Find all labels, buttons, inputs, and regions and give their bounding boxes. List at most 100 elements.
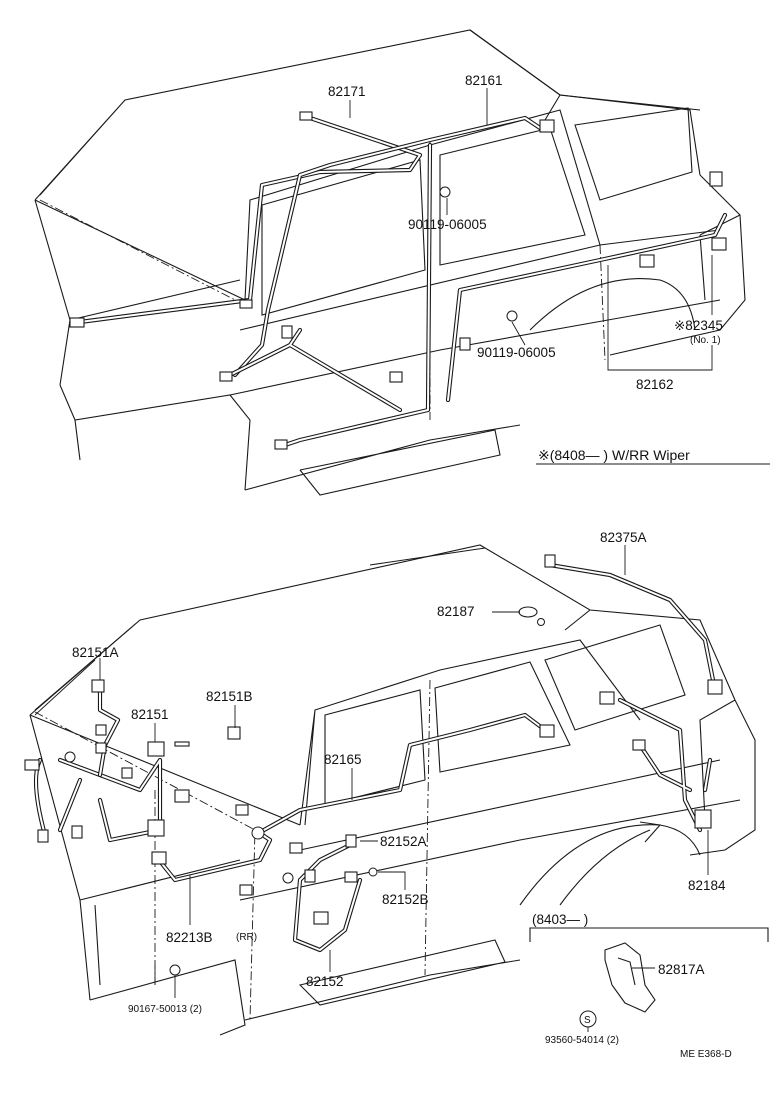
clip-icon: [537, 618, 545, 626]
bottom-rear-wheel-arch: [519, 824, 701, 906]
top-rear-quarter-window: [574, 107, 693, 201]
top-side-window-1: [261, 159, 426, 316]
bolt-icon: [439, 186, 451, 198]
connector: [69, 317, 85, 328]
top-side-window-2: [439, 127, 586, 266]
label-82171: 82171: [328, 84, 366, 99]
harness-82161: [232, 115, 543, 378]
label-82817A: 82817A: [658, 962, 705, 977]
bolt-icon: [506, 310, 518, 322]
connector: [274, 439, 288, 450]
bottom-arrow: [559, 821, 662, 906]
bolt-icon: [64, 751, 76, 763]
connector: [239, 884, 253, 896]
connector: [313, 911, 329, 925]
grommet-icon: [518, 606, 538, 618]
connector: [389, 371, 403, 383]
bottom-windshield: [299, 639, 641, 826]
connector: [281, 325, 293, 339]
label-82165: 82165: [324, 752, 362, 767]
bottom-hood: [29, 714, 301, 1001]
bottom-roof-outline: [29, 544, 736, 716]
connector: [37, 829, 49, 843]
label-82152B: 82152B: [382, 892, 429, 907]
top-hood: [34, 199, 246, 386]
connector: [304, 869, 316, 883]
top-centerline: [39, 140, 606, 420]
bottom-side-window-2: [434, 661, 571, 773]
clip-symbol: S: [584, 1015, 591, 1026]
bottom-lower-body: [244, 939, 521, 1021]
connector: [151, 851, 167, 865]
bracket-82817A-icon: [604, 942, 656, 1013]
label-inset-range: (8403— ): [532, 912, 588, 927]
connector: [299, 111, 313, 121]
connector: [345, 834, 357, 848]
connector: [95, 724, 107, 736]
bolt-icon: [368, 867, 378, 877]
label-82375A: 82375A: [600, 530, 647, 545]
leader-82152B: [378, 871, 406, 890]
connector: [459, 337, 471, 351]
label-82345: ※82345: [674, 318, 723, 333]
label-82151B: 82151B: [206, 689, 253, 704]
label-rr-note: (RR): [236, 932, 257, 943]
label-82187: 82187: [437, 604, 475, 619]
harness-82213B: [152, 827, 273, 883]
connector: [95, 742, 107, 754]
connector: [289, 842, 303, 854]
top-vehicle-diagram: 82171 82161 90119-06005 90119-06005 ※823…: [34, 29, 770, 496]
leader-9016750013: [154, 965, 176, 998]
label-bolt-upper: 90119-06005: [408, 217, 487, 232]
bottom-vehicle-diagram: 82375A 82187 82151A 82151 82151B 82165 8…: [24, 530, 769, 1060]
top-rear-wheel-arch: [529, 278, 696, 331]
bottom-belt-line: [239, 759, 741, 901]
bottom-side-window-1: [324, 689, 426, 806]
connector: [174, 741, 190, 747]
connector: [121, 767, 133, 779]
connector: [709, 171, 723, 187]
top-front-fender: [59, 384, 251, 491]
connector: [174, 789, 190, 803]
bottom-roof-edge: [369, 547, 591, 631]
label-82152: 82152: [306, 974, 344, 989]
label-82151: 82151: [131, 707, 169, 722]
connector: [91, 679, 105, 693]
connector: [344, 871, 358, 883]
connector: [24, 759, 40, 771]
connector: [539, 724, 555, 738]
connector: [227, 726, 241, 740]
connector: [544, 554, 556, 568]
connector: [147, 741, 165, 757]
bottom-rear-body: [689, 699, 756, 856]
connector: [539, 119, 555, 133]
leader-82162: [607, 265, 713, 371]
label-bolt-lower: 90119-06005: [477, 345, 556, 360]
label-82152A: 82152A: [380, 834, 427, 849]
note-rr-wiper: ※(8408— ) W/RR Wiper: [538, 447, 690, 463]
bolt-icon: [169, 964, 181, 976]
leader-82151A: [34, 658, 101, 716]
clip-93560-icon: [579, 1010, 597, 1028]
label-82162: 82162: [636, 377, 674, 392]
leader-bolt-lower: [511, 321, 526, 346]
harness-82152: [292, 842, 363, 953]
inset-bracket: [529, 927, 769, 942]
connector: [694, 809, 712, 829]
top-lower-body: [244, 424, 521, 496]
label-82213B: 82213B: [166, 930, 213, 945]
label-82161: 82161: [465, 73, 503, 88]
bottom-rear-quarter-window: [544, 624, 686, 731]
harness-82161-lower: [282, 142, 433, 448]
connector: [632, 739, 646, 751]
connector: [219, 371, 233, 382]
label-82345-note: (No. 1): [690, 335, 721, 346]
label-82151A: 82151A: [72, 645, 119, 660]
bottom-front-fender: [89, 904, 246, 1036]
footer-code: ME E368-D: [680, 1049, 732, 1060]
connector: [235, 804, 249, 816]
label-82184: 82184: [688, 878, 726, 893]
harness-82165: [252, 712, 548, 838]
connector: [707, 679, 723, 695]
